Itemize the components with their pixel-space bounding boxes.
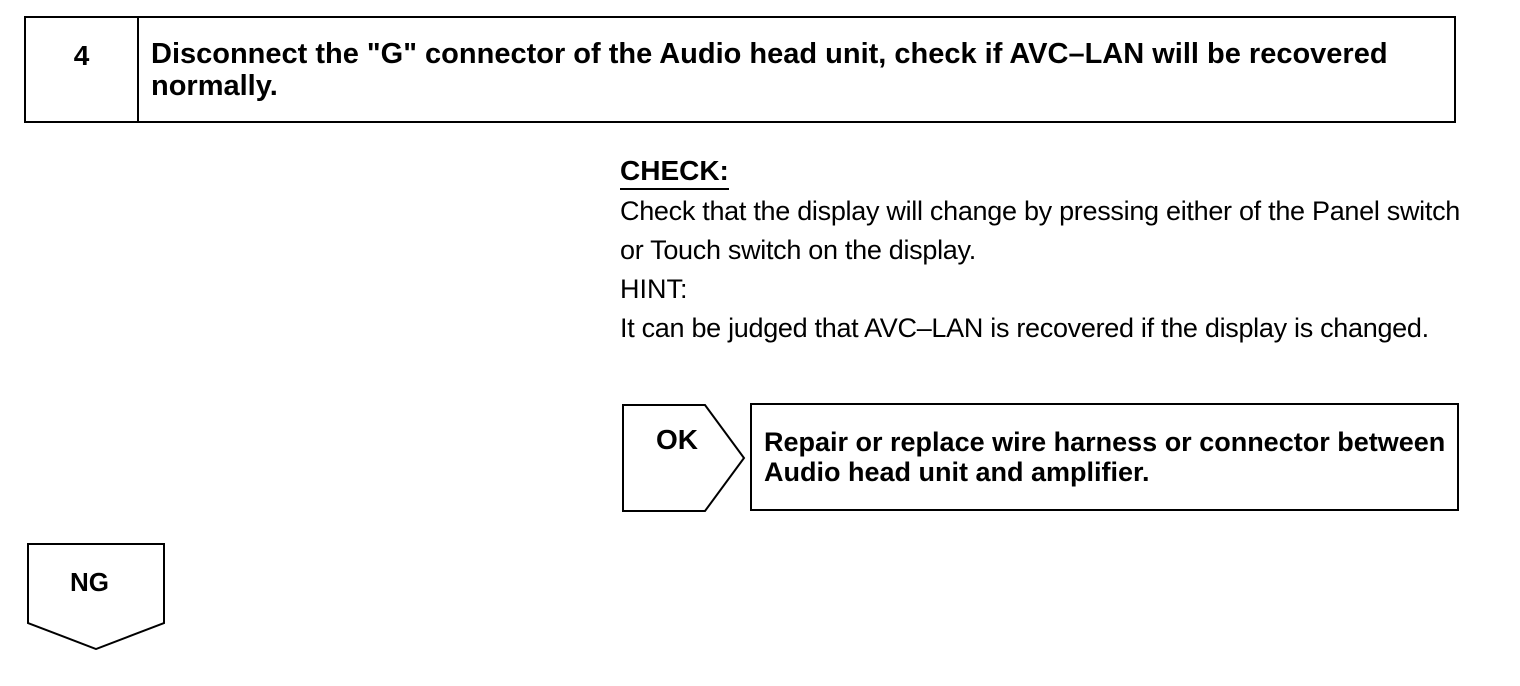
check-body: Check that the display will change by pr… xyxy=(620,196,1460,265)
ng-label: NG xyxy=(70,567,109,597)
ng-arrow-icon xyxy=(27,543,165,650)
check-section: CHECK: Check that the display will chang… xyxy=(620,152,1460,348)
ok-label: OK xyxy=(656,424,698,455)
step-title: Disconnect the "G" connector of the Audi… xyxy=(151,38,1388,102)
ok-action-box: Repair or replace wire harness or connec… xyxy=(750,403,1459,511)
hint-body: It can be judged that AVC–LAN is recover… xyxy=(620,313,1429,343)
check-heading: CHECK: xyxy=(620,154,729,190)
step-number: 4 xyxy=(26,18,139,121)
hint-label: HINT: xyxy=(620,274,688,304)
step-header: 4 Disconnect the "G" connector of the Au… xyxy=(24,16,1456,123)
ok-arrow-icon xyxy=(622,404,746,512)
